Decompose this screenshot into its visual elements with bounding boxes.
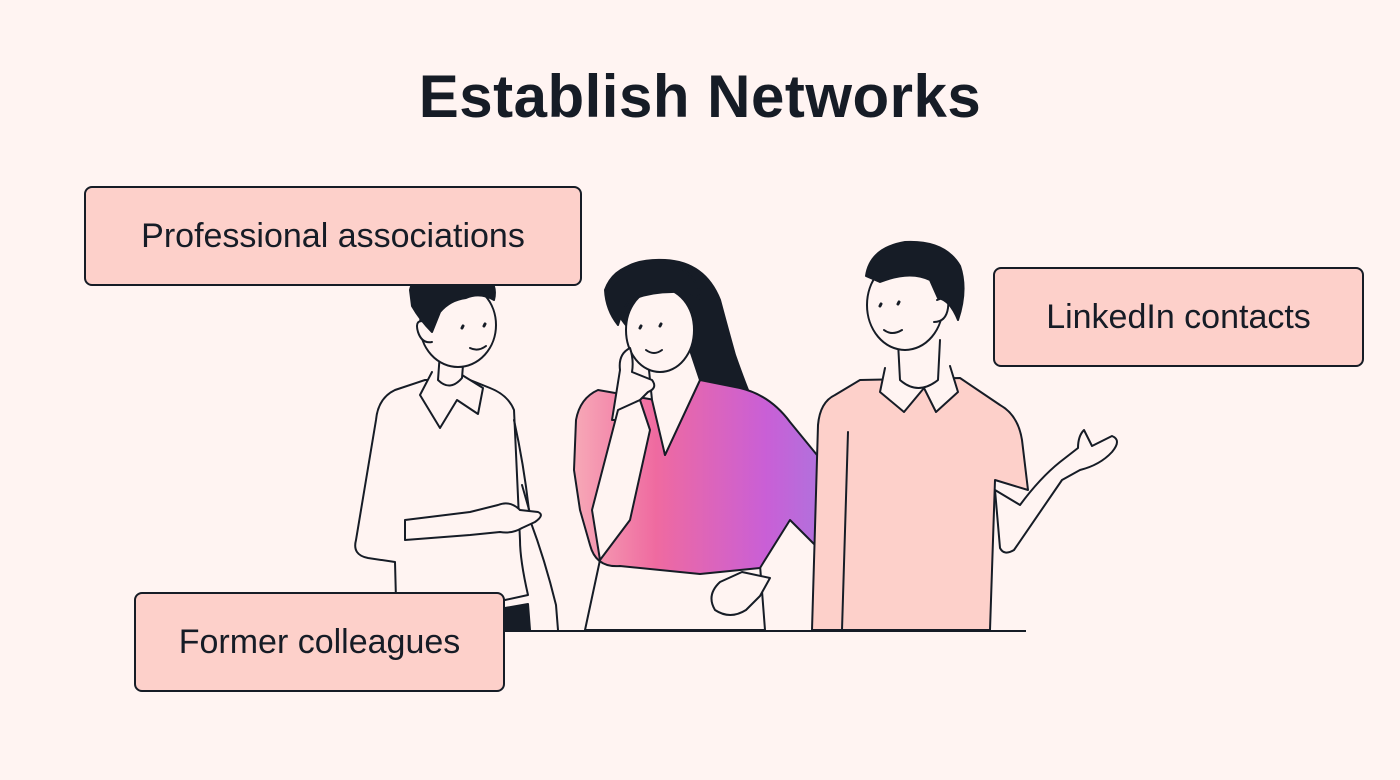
label-linkedin-contacts: LinkedIn contacts xyxy=(993,267,1364,367)
label-former-colleagues: Former colleagues xyxy=(134,592,505,692)
page-title: Establish Networks xyxy=(418,63,982,130)
man-right-figure xyxy=(811,240,1118,631)
man-left-figure xyxy=(354,263,559,631)
label-professional-associations: Professional associations xyxy=(84,186,582,286)
woman-center-figure xyxy=(573,258,849,631)
